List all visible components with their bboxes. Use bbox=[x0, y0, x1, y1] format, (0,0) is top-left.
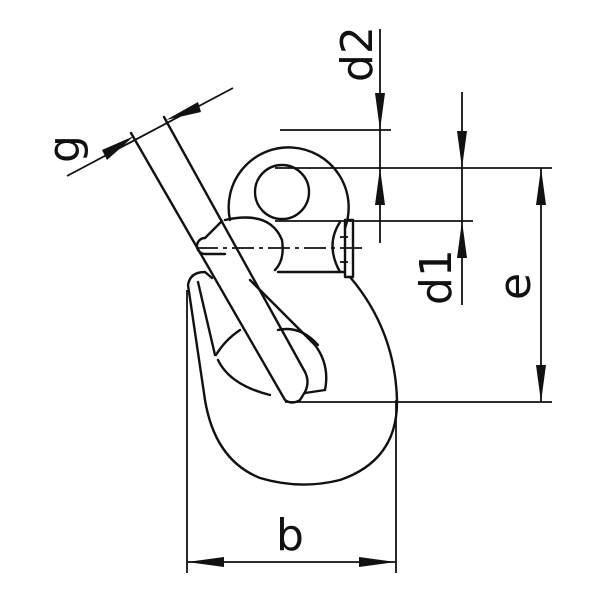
dimension-label-g: g bbox=[39, 135, 90, 163]
dimension-label-d1: d1 bbox=[411, 249, 462, 305]
hook-eye bbox=[227, 146, 350, 230]
dimension-label-b: b bbox=[276, 510, 304, 561]
pin-assembly bbox=[195, 216, 366, 279]
dimension-d2: d2 bbox=[332, 26, 385, 243]
dimension-d1: d1 bbox=[411, 92, 467, 305]
dimension-label-d2: d2 bbox=[332, 26, 383, 82]
hook-body bbox=[186, 270, 399, 486]
dimension-e: e bbox=[490, 168, 546, 402]
dimension-b: b bbox=[186, 290, 397, 573]
dimension-g: g bbox=[39, 87, 234, 177]
dimension-label-e: e bbox=[490, 273, 541, 300]
